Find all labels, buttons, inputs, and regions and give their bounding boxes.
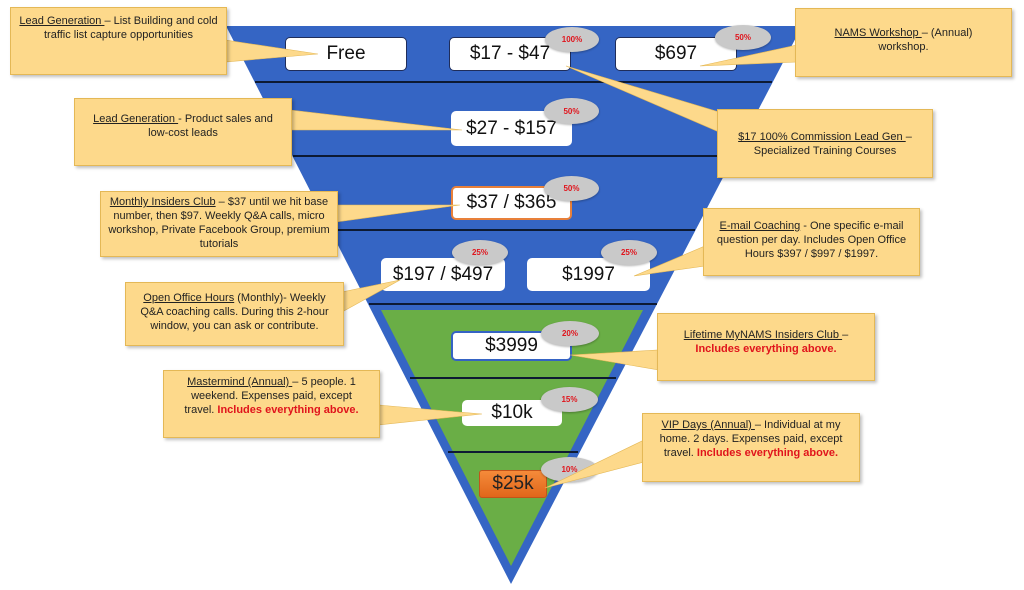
- callout-text: - One specific e-mail question per day. …: [716, 220, 907, 260]
- callout-nams-workshop: NAMS Workshop – (Annual) workshop.: [795, 8, 1012, 77]
- commission-badge: 20%: [541, 321, 599, 346]
- callout-pointer: [633, 245, 706, 277]
- callout-title: Lead Generation: [19, 15, 105, 27]
- callout-monthly-insiders: Monthly Insiders Club – $37 until we hit…: [100, 191, 338, 257]
- callout-pointer: [377, 404, 483, 426]
- callout-pointer: [224, 39, 319, 63]
- callout-title: Lead Generation: [93, 113, 179, 125]
- callout-text: – (Annual) workshop.: [878, 27, 973, 53]
- callout-title: E-mail Coaching: [719, 220, 801, 232]
- callout-lead-generation-list: Lead Generation – List Building and cold…: [10, 7, 227, 75]
- price-label: Free: [326, 43, 366, 64]
- callout-pointer: [544, 439, 645, 489]
- callout-text: - Product sales and low-cost leads: [148, 113, 273, 139]
- callout-title: VIP Days (Annual): [661, 419, 755, 431]
- callout-title: Open Office Hours: [143, 292, 235, 304]
- price-label: $25k: [492, 473, 534, 494]
- price-label: $27 - $157: [466, 117, 557, 139]
- callout-highlight: Includes everything above.: [217, 404, 359, 416]
- callout-mastermind: Mastermind (Annual) – 5 people. 1 weeken…: [163, 370, 380, 438]
- callout-lifetime-insiders: Lifetime MyNAMS Insiders Club – Includes…: [657, 313, 875, 381]
- commission-badge: 25%: [452, 240, 508, 265]
- callout-commission-lead-gen: $17 100% Commission Lead Gen – Specializ…: [717, 109, 933, 178]
- callout-highlight: Includes everything above.: [696, 447, 839, 459]
- callout-pointer: [565, 65, 720, 133]
- callout-text: –: [842, 329, 849, 341]
- callout-pointer: [341, 279, 401, 313]
- callout-email-coaching: E-mail Coaching - One specific e-mail qu…: [703, 208, 920, 276]
- tier-dividers: [255, 81, 772, 453]
- callout-pointer: [569, 349, 660, 371]
- commission-badge: 50%: [715, 25, 771, 50]
- callout-text: – 5 people. 1 weekend. Expenses paid, ex…: [184, 376, 356, 416]
- callout-lead-generation-product: Lead Generation - Product sales and low-…: [74, 98, 292, 166]
- callout-text: – Specialized Training Courses: [753, 131, 912, 157]
- callout-title: Lifetime MyNAMS Insiders Club: [683, 329, 843, 341]
- funnel-green-section: [381, 310, 643, 566]
- commission-badge: 25%: [601, 240, 657, 265]
- commission-badge: 100%: [545, 27, 599, 52]
- callout-pointer: [335, 204, 461, 223]
- callout-text: – $37 until we hit base number, then $97…: [108, 196, 330, 250]
- price-label: $1997: [562, 263, 615, 285]
- callout-title: Mastermind (Annual): [187, 376, 293, 388]
- callout-text: (Monthly)- Weekly Q&A coaching calls. Du…: [140, 292, 329, 332]
- price-label: $697: [654, 43, 698, 64]
- price-25k: $25k: [479, 470, 547, 498]
- price-label: $10k: [491, 402, 533, 423]
- callout-title: NAMS Workshop: [834, 27, 922, 39]
- callout-title: Monthly Insiders Club: [109, 196, 216, 208]
- callout-text: – List Building and cold traffic list ca…: [44, 15, 218, 41]
- price-label: $3999: [485, 335, 538, 356]
- callout-open-office-hours: Open Office Hours (Monthly)- Weekly Q&A …: [125, 282, 344, 346]
- callout-pointer: [289, 109, 463, 131]
- callout-highlight: Includes everything above.: [695, 343, 837, 355]
- price-label: $17 - $47: [469, 43, 551, 64]
- commission-badge: 50%: [544, 176, 599, 201]
- price-label: $37 / $365: [466, 192, 557, 213]
- price-label: $197 / $497: [392, 263, 494, 285]
- price-27-157: $27 - $157: [451, 111, 572, 146]
- commission-badge: 50%: [544, 98, 599, 124]
- callout-title: $17 100% Commission Lead Gen: [738, 131, 906, 143]
- callout-text: – Individual at my home. 2 days. Expense…: [659, 419, 843, 459]
- callout-pointer: [699, 44, 798, 67]
- callout-vip-days: VIP Days (Annual) – Individual at my hom…: [642, 413, 860, 482]
- commission-badge: 15%: [541, 387, 598, 412]
